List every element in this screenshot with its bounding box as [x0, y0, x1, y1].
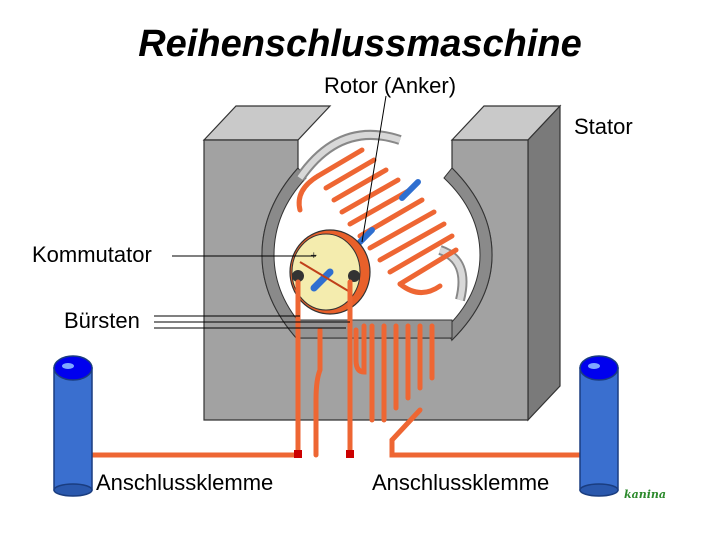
label-kommutator: Kommutator: [32, 242, 152, 267]
label-stator: Stator: [574, 114, 633, 139]
logo: kanina: [624, 488, 666, 501]
label-buersten: Bürsten: [64, 308, 140, 333]
label-rotor: Rotor (Anker): [324, 73, 456, 98]
terminal-right: [579, 355, 619, 497]
stator: [202, 104, 562, 422]
rotor-core: [295, 129, 468, 302]
diagram-title: Reihenschlussmaschine: [138, 23, 582, 65]
leader-lines: [154, 95, 387, 329]
terminal-left: [53, 355, 93, 497]
label-klemme-left: Anschlussklemme: [96, 470, 273, 495]
stator-winding: [313, 323, 435, 458]
label-klemme-right: Anschlussklemme: [372, 470, 549, 495]
brushes: [292, 270, 360, 282]
wire-junctions: [294, 450, 354, 458]
rotor-shaft: [399, 179, 421, 201]
rotor-winding: [296, 147, 459, 295]
